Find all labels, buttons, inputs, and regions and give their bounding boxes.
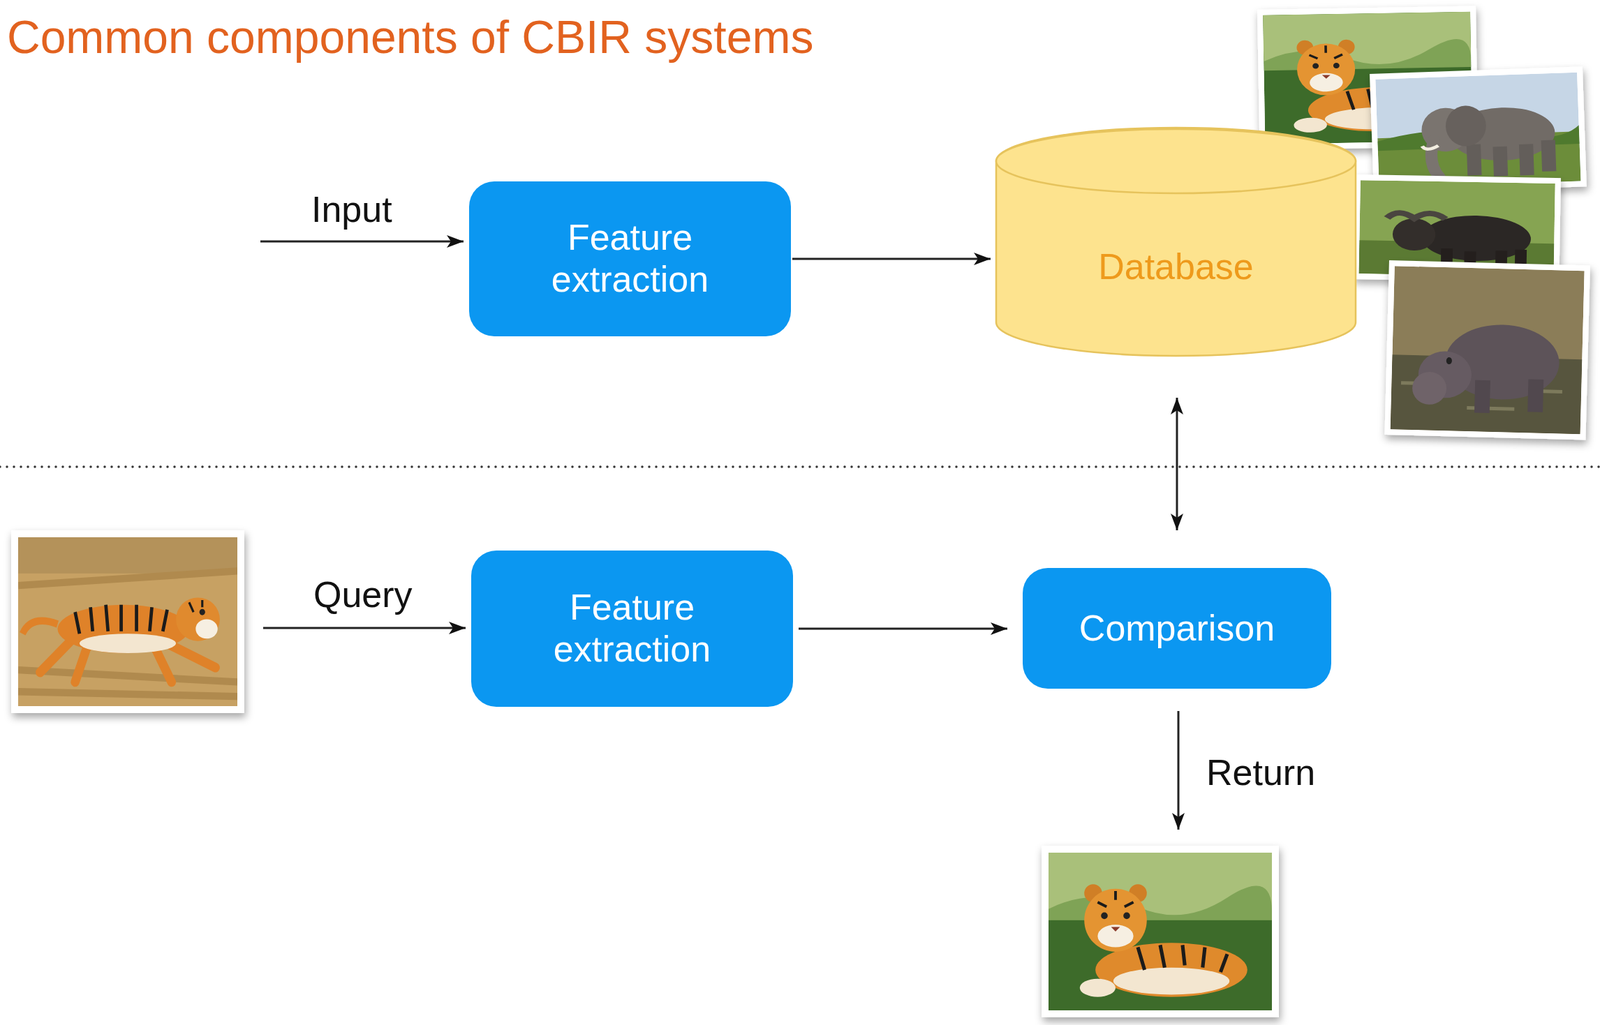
result-tiger-photo (1100, 913, 1108, 921)
elephant-photo (1431, 139, 1440, 178)
tiger-photo (1262, 11, 1471, 67)
result-tiger-photo (1137, 945, 1228, 973)
tiger-photo (1308, 45, 1343, 59)
tiger-photo (1309, 72, 1344, 92)
return-arrow (1177, 711, 1180, 831)
tiger-photo (1322, 74, 1331, 79)
node-text: Database (1098, 246, 1254, 289)
query-arrow (263, 627, 466, 630)
result-tiger-photo (1048, 853, 1272, 921)
flow-label: Input (311, 191, 393, 228)
result-tiger-photo (1048, 853, 1272, 1011)
elephant-photo (1541, 140, 1557, 172)
hippo-photo (1384, 260, 1590, 440)
node-text: Feature extraction (517, 587, 748, 671)
result-tiger-photo (1111, 927, 1121, 932)
buffalo-photo (1387, 212, 1446, 220)
tiger-photo (1333, 62, 1340, 69)
query-tiger-photo (18, 537, 238, 574)
node-text: Comparison (1079, 608, 1275, 650)
result-tiger-photo (1079, 979, 1116, 998)
elephant-photo (1519, 143, 1535, 176)
hippo-photo (1412, 371, 1448, 405)
result-tiger-photo (1084, 889, 1147, 953)
flow-label: Return (1206, 754, 1316, 791)
return-arrow (1178, 711, 1180, 831)
query-tiger-photo (189, 600, 203, 613)
result-tiger-photo (1048, 853, 1272, 916)
tiger-photo (1296, 43, 1355, 96)
elephant-photo (1375, 72, 1581, 189)
node-text: Feature extraction (515, 217, 746, 301)
query-tiger-photo (79, 633, 176, 654)
result-tiger-photo (1113, 968, 1230, 996)
cylinder-outline (994, 127, 1358, 358)
flow-arrow (1176, 397, 1179, 531)
result-tiger-photo (1097, 924, 1133, 948)
input-arrow (260, 241, 464, 243)
query-arrow (263, 628, 466, 629)
elephant-photo (1466, 144, 1483, 176)
diagram-title: Common components of CBIR systems (6, 9, 814, 65)
hippo-photo (1390, 265, 1585, 435)
query-tiger-photo (18, 537, 238, 707)
cylinder-outline (996, 127, 1356, 357)
hippo-photo (1390, 265, 1585, 435)
query-tiger-photo (18, 571, 238, 697)
buffalo-photo (1392, 218, 1436, 252)
cylinder-outline (996, 129, 1356, 194)
separator-dots (0, 465, 1600, 469)
query-tiger-photo (175, 597, 220, 641)
elephant-photo (1375, 72, 1581, 189)
hippo-photo (1474, 380, 1491, 414)
result-tiger-photo (1041, 846, 1279, 1018)
elephant-photo (1445, 105, 1487, 148)
result-tiger-photo (1048, 853, 1272, 1011)
query-tiger-photo (11, 530, 245, 714)
query-tiger-photo (57, 605, 190, 654)
process-box: Comparison (1022, 568, 1332, 690)
query-tiger-photo (195, 619, 218, 640)
database-cylinder: Database (994, 127, 1358, 358)
hippo-photo (1446, 357, 1453, 365)
elephant-photo (1369, 66, 1587, 195)
query-tiger-photo (18, 537, 238, 707)
query-tiger-photo (199, 609, 206, 616)
query-tiger-photo (11, 530, 245, 714)
process-box: Feature extraction (471, 550, 794, 708)
flow-label: Query (313, 576, 413, 613)
elephant-photo (1421, 145, 1439, 150)
result-tiger-photo (1041, 846, 1279, 1018)
flow-arrow (792, 258, 991, 261)
tiger-photo (1262, 11, 1471, 71)
result-tiger-photo (1097, 891, 1133, 908)
elephant-photo (1369, 66, 1587, 195)
input-arrow (260, 240, 464, 243)
buffalo-photo (1421, 215, 1531, 263)
flow-arrow (798, 628, 1008, 631)
elephant-photo (1492, 146, 1508, 177)
tiger-photo (1312, 63, 1319, 70)
query-tiger-photo (75, 605, 168, 634)
query-tiger-photo (22, 621, 58, 634)
hippo-photo (1527, 379, 1544, 412)
tiger-photo (1293, 117, 1328, 133)
hippo-photo (1384, 260, 1590, 440)
process-box: Feature extraction (469, 181, 791, 337)
result-tiger-photo (1123, 913, 1131, 921)
